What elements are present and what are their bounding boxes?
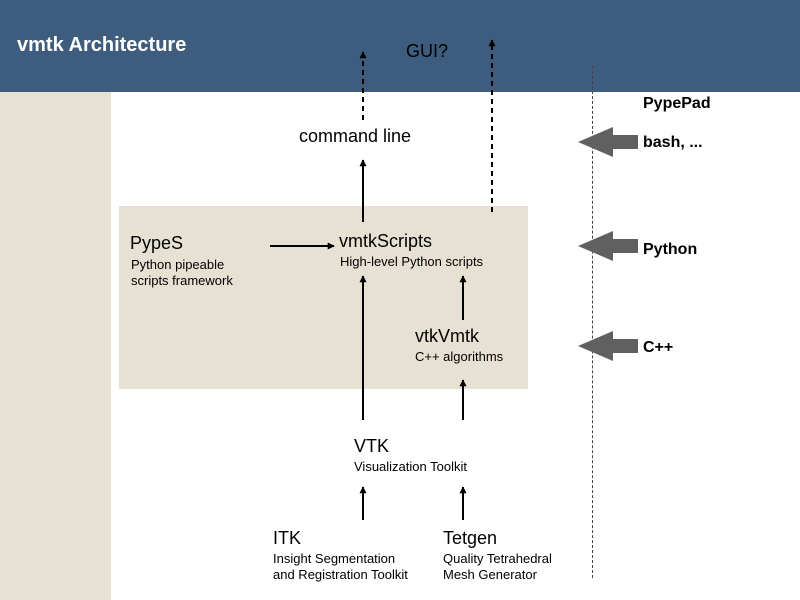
lang-label-pypepad: PypePad — [643, 95, 711, 112]
slide-title: vmtk Architecture — [17, 34, 187, 56]
lang-arrow-cpp — [578, 331, 638, 361]
lang-arrow-python — [578, 231, 638, 261]
node-command-line-label: command line — [299, 126, 412, 146]
language-divider — [592, 66, 593, 578]
node-vtkvmtk-label: vtkVmtk — [415, 326, 480, 346]
node-tetgen-desc-2: Mesh Generator — [443, 567, 537, 582]
node-vmtkscripts-label: vmtkScripts — [339, 231, 433, 251]
lang-arrow-bash — [578, 127, 638, 157]
node-tetgen-desc-1: Quality Tetrahedral — [443, 551, 552, 566]
lang-label-python: Python — [643, 241, 698, 258]
node-itk-desc-1: Insight Segmentation — [273, 551, 396, 566]
node-pypes-label: PypeS — [130, 233, 184, 253]
node-vtk-label: VTK — [354, 436, 390, 456]
node-pypes-desc-1: Python pipeable — [131, 257, 225, 272]
lang-label-bash: bash, ... — [643, 134, 703, 151]
node-vtkvmtk-desc: C++ algorithms — [415, 349, 504, 364]
node-vmtkscripts-desc: High-level Python scripts — [340, 254, 484, 269]
sidebar-band — [0, 92, 111, 600]
node-vtk-desc: Visualization Toolkit — [354, 459, 467, 474]
lang-label-cpp: C++ — [643, 339, 674, 356]
node-tetgen-label: Tetgen — [443, 528, 498, 548]
node-gui-label: GUI? — [406, 41, 449, 61]
header-bar — [0, 0, 800, 92]
node-itk-label: ITK — [273, 528, 302, 548]
node-pypes-desc-2: scripts framework — [131, 273, 233, 288]
vmtk-panel — [119, 206, 528, 389]
node-itk-desc-2: and Registration Toolkit — [273, 567, 408, 582]
